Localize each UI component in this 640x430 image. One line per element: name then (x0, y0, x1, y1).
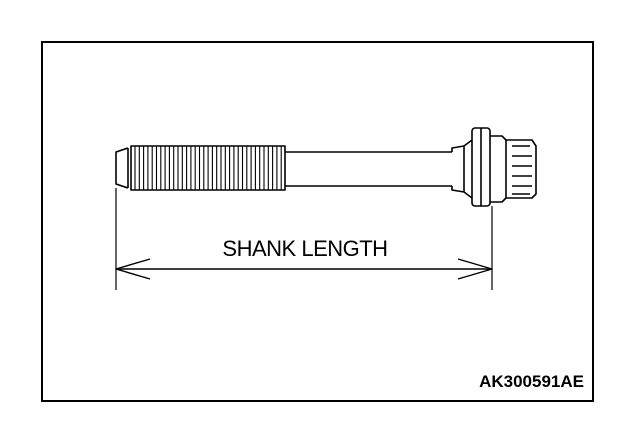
bolt-shank (285, 151, 452, 187)
shank-length-label: SHANK LENGTH (222, 236, 388, 261)
bolt-head (490, 135, 537, 203)
bolt-thread (115, 145, 286, 191)
extension-lines (115, 188, 493, 290)
bolt-flange (471, 127, 491, 207)
bolt-neck (451, 139, 473, 199)
figure-frame (41, 41, 594, 402)
dimension-arrow (115, 258, 493, 280)
figure-id: AK300591AE (479, 372, 584, 391)
